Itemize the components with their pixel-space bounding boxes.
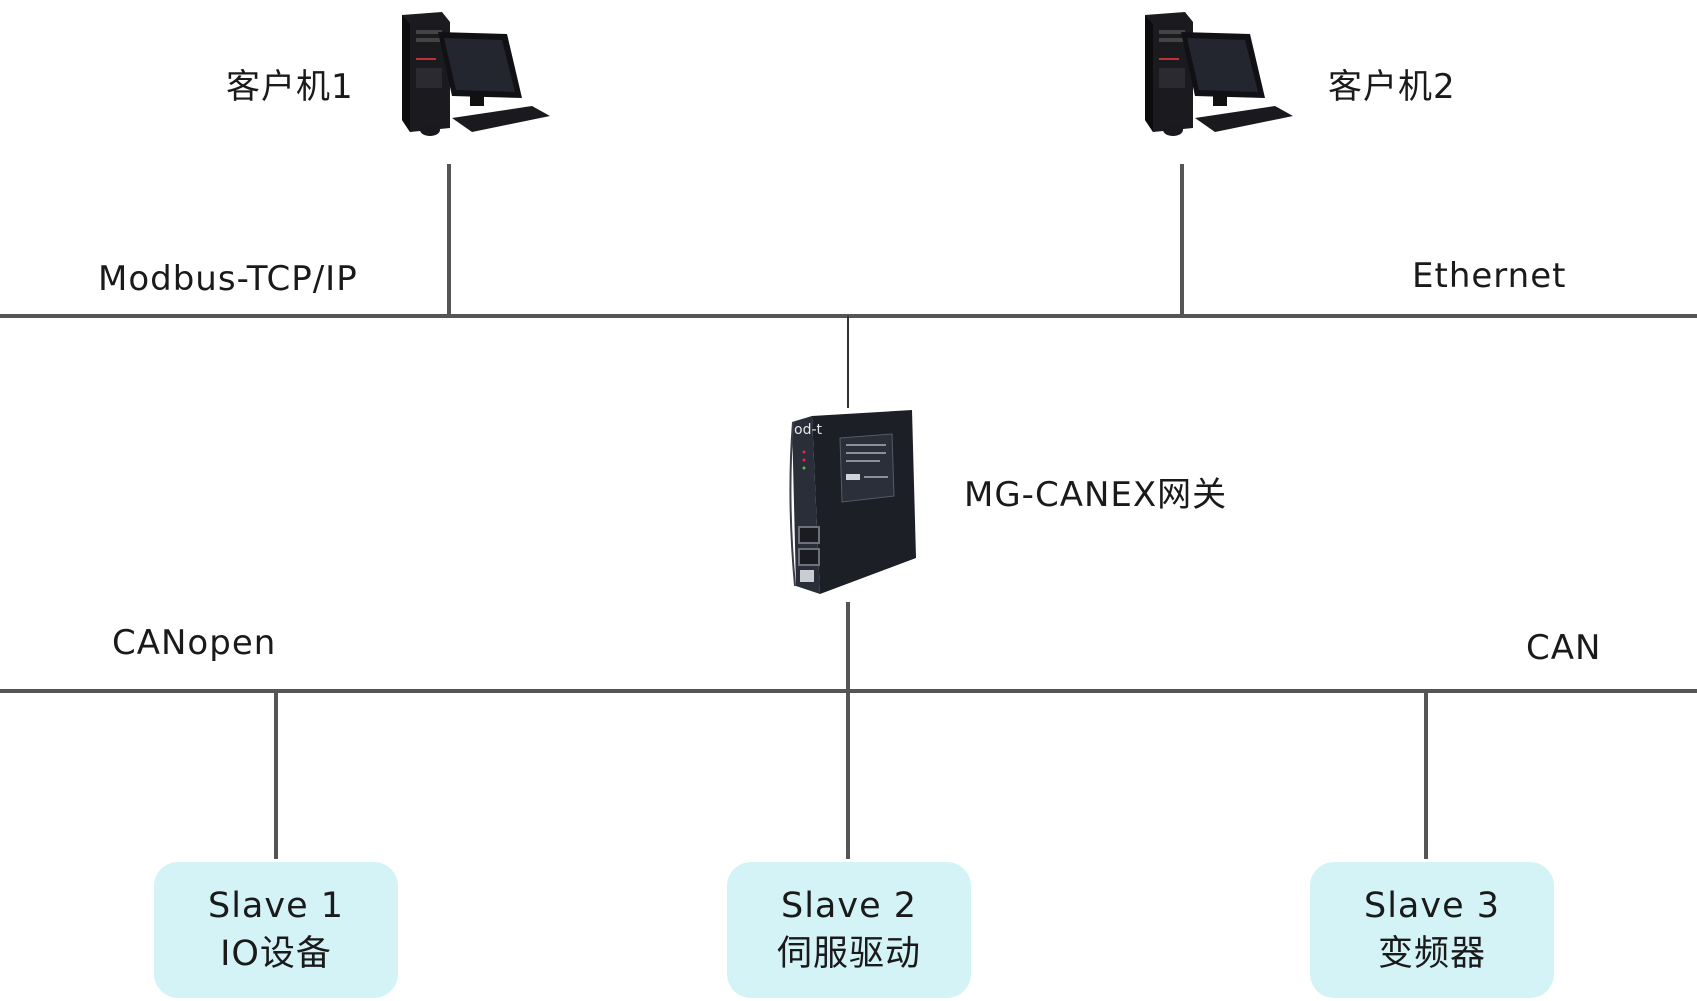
slave-1-desc: IO设备 bbox=[220, 934, 332, 974]
modbus-tcp-label: Modbus-TCP/IP bbox=[98, 259, 358, 299]
slave-2-node: Slave 2 伺服驱动 bbox=[727, 862, 971, 998]
slave-1-connector bbox=[274, 693, 278, 859]
slave-2-name: Slave 2 bbox=[780, 886, 918, 926]
canopen-label: CANopen bbox=[112, 623, 277, 663]
gateway-label: MG-CANEX网关 bbox=[964, 475, 1228, 515]
computer-icon bbox=[1145, 12, 1293, 136]
slave-1-name: Slave 1 bbox=[207, 886, 345, 926]
ethernet-label: Ethernet bbox=[1412, 256, 1567, 296]
slave-3-name: Slave 3 bbox=[1363, 886, 1501, 926]
client-1-label: 客户机1 bbox=[226, 67, 354, 107]
gateway-device-image: od-t bbox=[789, 410, 916, 594]
gateway-ethernet-connector bbox=[847, 316, 849, 408]
slave-2-connector bbox=[846, 693, 850, 859]
can-label: CAN bbox=[1526, 628, 1602, 668]
client-2-label: 客户机2 bbox=[1328, 67, 1456, 107]
slave-3-desc: 变频器 bbox=[1377, 934, 1486, 974]
slave-2-desc: 伺服驱动 bbox=[776, 934, 921, 974]
client-1-connector bbox=[447, 164, 451, 316]
gateway-can-connector bbox=[846, 602, 850, 692]
slave-3-node: Slave 3 变频器 bbox=[1310, 862, 1554, 998]
slave-3-connector bbox=[1424, 693, 1428, 859]
slave-1-node: Slave 1 IO设备 bbox=[154, 862, 398, 998]
can-bus-line bbox=[0, 689, 1697, 693]
gateway-brand: od-t bbox=[794, 422, 823, 438]
client-2-connector bbox=[1180, 164, 1184, 316]
computer-icon bbox=[402, 12, 550, 136]
